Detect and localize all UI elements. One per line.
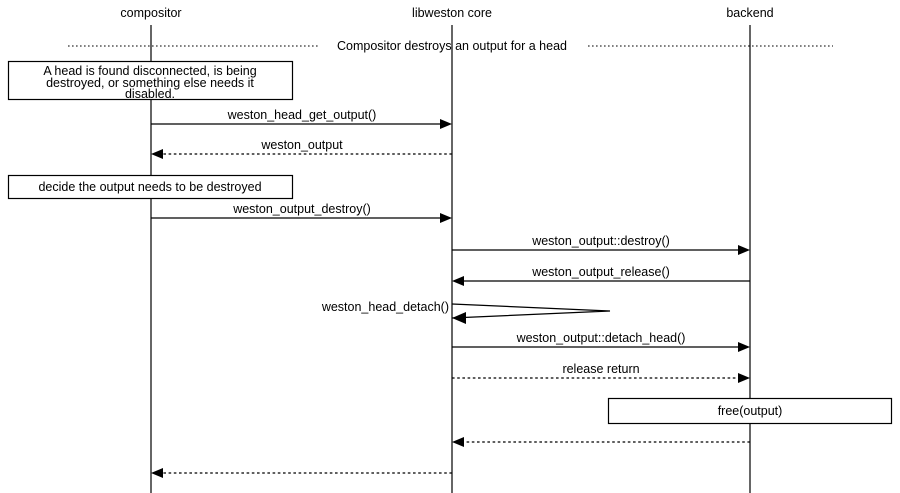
message-weston-output-release: weston_output_release() [452,265,750,286]
note-free-output: free(output) [607,397,893,425]
note-free-output-label: free(output) [718,404,783,418]
message-weston-output-return: weston_output [151,138,452,159]
note-decide-destroy-line-1: decide the output needs to be destroyed [38,180,261,194]
arrow-head-left-icon [452,437,464,447]
message-backend-return [452,437,750,447]
message-core-return [151,468,452,478]
arrow-head-right-icon [738,342,750,352]
note-decide-destroy-box [7,174,294,200]
participant-headers: compositor libweston core backend [120,6,773,20]
arrow-head-right-icon [440,213,452,223]
note-head-disconnected-line-1: A head is found disconnected, is being [43,64,256,78]
divider-label: Compositor destroys an output for a head [337,39,567,53]
message-label-weston-output-return: weston_output [260,138,343,152]
message-label-weston-head-get-output: weston_head_get_output() [227,108,377,122]
message-label-weston-head-detach: weston_head_detach() [321,300,449,314]
message-line-weston-head-detach-self [451,303,611,319]
note-free-output-box [607,397,893,425]
message-label-weston-output-detach-head: weston_output::detach_head() [516,331,686,345]
message-weston-output-destroy: weston_output_destroy() [151,202,452,223]
message-label-release-return: release return [562,362,639,376]
arrow-head-left-icon [151,149,163,159]
message-label-weston-output-release: weston_output_release() [531,265,670,279]
arrow-head-left-icon [452,312,466,324]
arrow-head-left-icon [151,468,163,478]
participant-label-libweston-core: libweston core [412,6,492,20]
message-weston-output-destroy-vfunc: weston_output::destroy() [452,234,750,255]
message-label-weston-output-destroy-vfunc: weston_output::destroy() [531,234,670,248]
note-head-disconnected-line-3: disabled. [125,87,175,101]
note-head-disconnected-box [7,60,294,101]
note-head-disconnected-line-2: destroyed, or something else needs it [46,76,254,90]
note-head-disconnected: A head is found disconnected, is being d… [7,60,294,101]
message-label-weston-output-destroy: weston_output_destroy() [232,202,371,216]
arrow-head-right-icon [738,373,750,383]
participant-label-compositor: compositor [120,6,181,20]
arrow-head-right-icon [440,119,452,129]
arrow-head-left-icon [452,276,464,286]
message-weston-head-detach: weston_head_detach() [321,300,611,324]
message-weston-output-detach-head: weston_output::detach_head() [452,331,750,352]
divider-compositor-destroys-output: Compositor destroys an output for a head [68,39,833,53]
arrow-head-right-icon [738,245,750,255]
message-release-return: release return [452,362,750,383]
participant-label-backend: backend [726,6,773,20]
note-decide-destroy: decide the output needs to be destroyed [7,174,294,200]
message-weston-head-get-output: weston_head_get_output() [151,108,452,129]
